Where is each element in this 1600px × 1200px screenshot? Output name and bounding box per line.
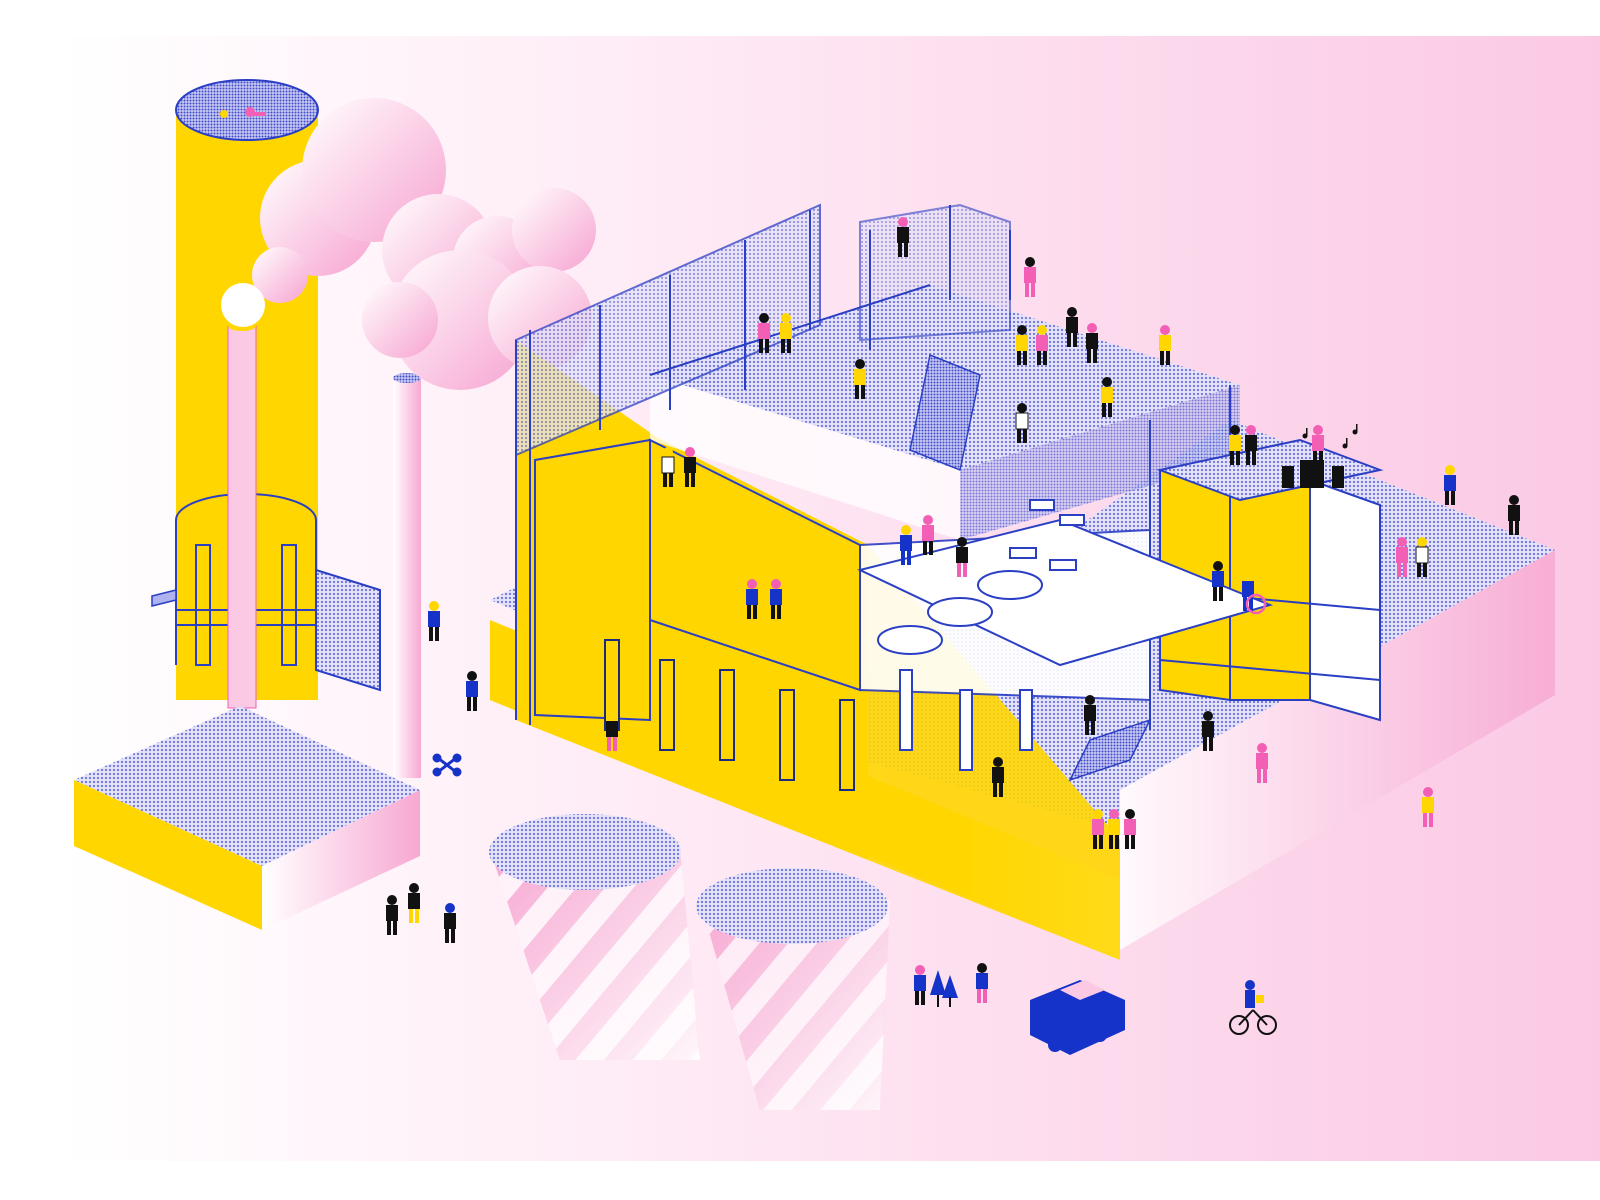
person-icon bbox=[992, 757, 1004, 797]
car-icon bbox=[1030, 980, 1125, 1055]
staircase bbox=[909, 353, 1152, 782]
person-icon bbox=[854, 359, 866, 399]
bicycle-icon bbox=[1229, 980, 1277, 1035]
person-icon bbox=[1086, 323, 1098, 363]
person-icon bbox=[444, 903, 456, 943]
person-icon bbox=[780, 313, 792, 353]
person-icon bbox=[1015, 403, 1029, 443]
person-icon bbox=[897, 217, 909, 257]
person-icon bbox=[922, 515, 934, 555]
columns bbox=[604, 639, 855, 791]
disk-right bbox=[696, 868, 890, 1110]
person-icon bbox=[1084, 695, 1096, 735]
person-icon bbox=[386, 895, 398, 935]
smoke-cloud-icon bbox=[221, 98, 596, 390]
person-icon bbox=[1159, 325, 1171, 365]
person-icon bbox=[1422, 787, 1434, 827]
tree-icon bbox=[930, 970, 958, 1007]
side-annex bbox=[151, 568, 381, 692]
person-icon bbox=[1124, 809, 1136, 849]
person-icon bbox=[1312, 425, 1324, 465]
disk-left bbox=[489, 814, 700, 1060]
person-icon bbox=[1212, 561, 1224, 601]
person-icon bbox=[1508, 495, 1520, 535]
person-icon bbox=[746, 579, 758, 619]
columns-white bbox=[899, 669, 1033, 771]
person-icon bbox=[1092, 809, 1104, 849]
person-icon bbox=[1101, 377, 1113, 417]
person-icon bbox=[976, 963, 988, 1003]
person-icon bbox=[1024, 257, 1036, 297]
wheelchair-icon bbox=[1245, 593, 1267, 615]
person-icon bbox=[606, 711, 618, 751]
person-icon bbox=[1444, 465, 1456, 505]
person-icon bbox=[1229, 425, 1241, 465]
person-icon bbox=[1016, 325, 1028, 365]
person-icon bbox=[1242, 571, 1254, 611]
left-base-block bbox=[74, 706, 420, 930]
person-icon bbox=[684, 447, 696, 487]
drone-icon bbox=[432, 753, 462, 777]
people bbox=[386, 217, 1520, 1005]
speaker-icon bbox=[1282, 460, 1344, 488]
person-icon bbox=[466, 671, 478, 711]
person-icon bbox=[770, 579, 782, 619]
person-icon bbox=[1036, 325, 1048, 365]
person-icon bbox=[1415, 537, 1429, 577]
person-icon bbox=[1256, 743, 1268, 783]
person-icon bbox=[1396, 537, 1408, 577]
person-icon bbox=[1245, 425, 1257, 465]
person-icon bbox=[1108, 809, 1120, 849]
person-icon bbox=[661, 447, 675, 487]
person-icon bbox=[428, 601, 440, 641]
person-icon bbox=[758, 313, 770, 353]
person-icon bbox=[956, 537, 968, 577]
music-note-icon bbox=[1302, 424, 1358, 449]
person-icon bbox=[900, 525, 912, 565]
person-icon bbox=[1202, 711, 1214, 751]
person-icon bbox=[1066, 307, 1078, 347]
person-icon bbox=[408, 883, 420, 923]
person-icon bbox=[914, 965, 926, 1005]
